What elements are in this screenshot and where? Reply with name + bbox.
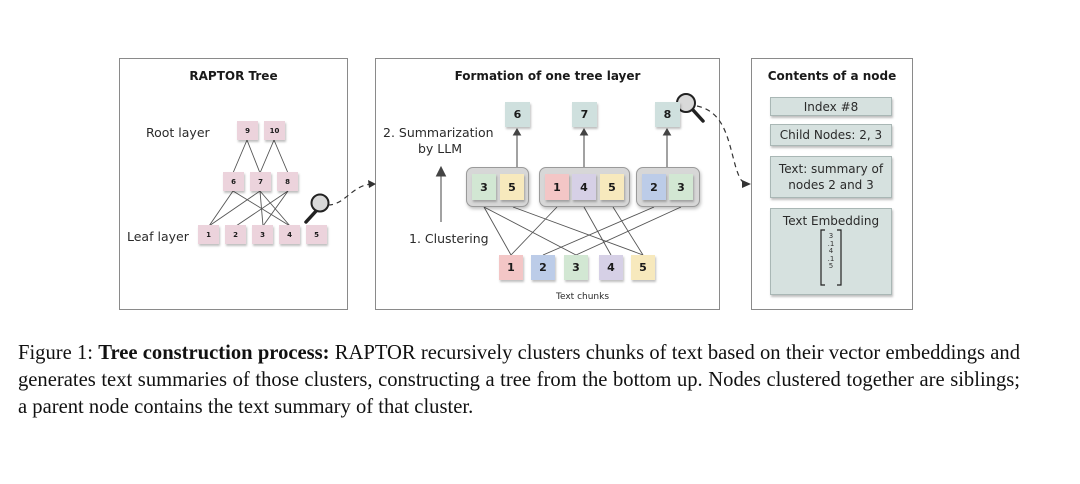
root-node-10: 10 <box>264 121 285 140</box>
leaf-node-5: 5 <box>306 225 327 244</box>
tree-node-8: 8 <box>277 172 298 191</box>
caption-text: RAPTOR recursively clusters chunks of te… <box>18 342 1020 418</box>
cluster-b-node-5: 5 <box>600 174 624 200</box>
text-chunks-label: Text chunks <box>556 292 610 302</box>
chunk-node-1: 1 <box>499 255 523 280</box>
chunk-node-2: 2 <box>531 255 555 280</box>
tree-node-7: 7 <box>250 172 271 191</box>
embedding-value-5: 5 <box>828 262 834 270</box>
leaf-layer-label: Leaf layer <box>127 229 189 244</box>
cluster-a-node-3: 3 <box>472 174 496 200</box>
raptor-tree-title: RAPTOR Tree <box>189 69 278 83</box>
cluster-c-node-2: 2 <box>642 174 666 200</box>
formation-title: Formation of one tree layer <box>454 69 641 83</box>
chunk-node-5: 5 <box>631 255 655 280</box>
caption-bold: Tree construction process: <box>98 342 330 364</box>
node-text-box: Text: summary of nodes 2 and 3 <box>770 156 892 198</box>
child-nodes-box: Child Nodes: 2, 3 <box>770 124 892 146</box>
chunk-node-4: 4 <box>599 255 623 280</box>
cluster-a-node-5: 5 <box>500 174 524 200</box>
node-text-line2: nodes 2 and 3 <box>788 178 874 192</box>
summary-node-8: 8 <box>655 102 680 127</box>
chunk-node-3: 3 <box>564 255 588 280</box>
summary-node-7: 7 <box>572 102 597 127</box>
embedding-value-3: 4 <box>828 247 834 255</box>
leaf-node-2: 2 <box>225 225 246 244</box>
embedding-vector: 3 .1 4 .1 5 <box>824 232 838 271</box>
summarization-label-line2: by LLM <box>418 141 463 156</box>
text-embedding-box: Text Embedding <box>770 208 892 295</box>
embedding-value-2: .1 <box>827 239 835 248</box>
magnifier-icon-2 <box>676 93 705 123</box>
node-index: Index #8 <box>803 100 859 114</box>
leaf-node-1: 1 <box>198 225 219 244</box>
root-node-9: 9 <box>237 121 258 140</box>
summarization-label-line1: 2. Summarization <box>383 125 494 140</box>
node-contents-title: Contents of a node <box>767 69 897 83</box>
clustering-label: 1. Clustering <box>409 231 489 246</box>
leaf-node-3: 3 <box>252 225 273 244</box>
tree-node-6: 6 <box>223 172 244 191</box>
cluster-b-node-4: 4 <box>572 174 596 200</box>
root-layer-label: Root layer <box>146 125 210 140</box>
embedding-value-4: .1 <box>827 254 835 263</box>
node-text-line1: Text: summary of <box>778 162 884 176</box>
cluster-c-node-3: 3 <box>669 174 693 200</box>
text-embedding-label: Text Embedding <box>782 214 880 228</box>
caption-prefix: Figure 1: <box>18 342 99 364</box>
node-index-box: Index #8 <box>770 97 892 116</box>
leaf-node-4: 4 <box>279 225 300 244</box>
embedding-value-1: 3 <box>828 232 834 240</box>
child-nodes: Child Nodes: 2, 3 <box>779 128 883 142</box>
figure-caption: Figure 1: Tree construction process: RAP… <box>18 340 1020 421</box>
summary-node-6: 6 <box>505 102 530 127</box>
cluster-b-node-1: 1 <box>545 174 569 200</box>
magnifier-icon <box>304 193 330 224</box>
